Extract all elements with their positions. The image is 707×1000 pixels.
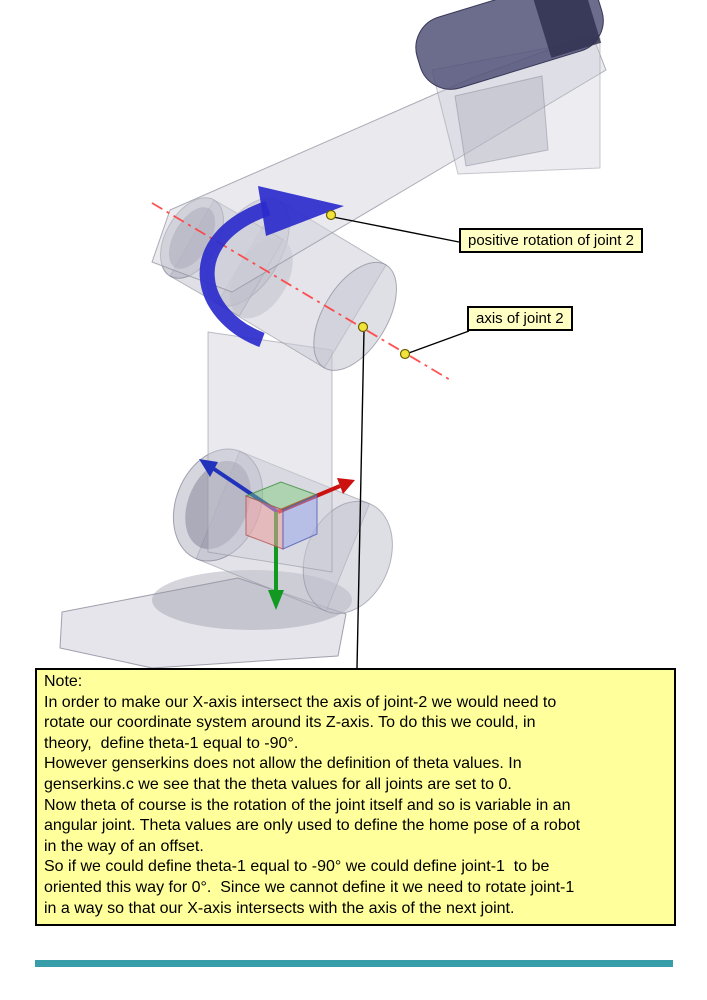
rotation-arrow: [199, 200, 271, 348]
note-line: rotate our coordinate system around its …: [44, 714, 536, 732]
note-line: So if we could define theta-1 equal to -…: [44, 858, 550, 876]
coordinate-frame: [199, 459, 355, 610]
end-link-dark-band: [530, 0, 602, 58]
x-axis-arrowhead: [337, 478, 355, 494]
note-line: In order to make our X-axis intersect th…: [44, 693, 557, 711]
note-line: oriented this way for 0°. Since we canno…: [44, 878, 575, 896]
leader-line-axis: [405, 330, 470, 355]
leader-line-rotation: [332, 216, 460, 243]
y-axis-arrowhead: [268, 590, 284, 610]
callout-axis-of-joint2: axis of joint 2: [467, 306, 573, 331]
axis-marker-outer: [399, 348, 411, 360]
origin-cube-right: [282, 494, 318, 550]
note-line: genserkins.c we see that the theta value…: [44, 775, 512, 793]
axis-drop-line: [356, 329, 365, 669]
note-line: in the way of an offset.: [44, 837, 204, 855]
note-line: However genserkins does not allow the de…: [44, 755, 522, 773]
note-line: in a way so that our X-axis intersects w…: [44, 899, 515, 917]
axis-marker-mid: [357, 321, 369, 333]
z-axis-arrowhead: [199, 459, 218, 477]
robot-arm: [59, 0, 607, 669]
note-box: Note: In order to make our X-axis inters…: [35, 668, 676, 926]
note-line: theory, define theta-1 equal to -90°.: [44, 734, 299, 752]
wrist-panel: [454, 75, 549, 167]
note-line: angular joint. Theta values are only use…: [44, 817, 581, 835]
callout-positive-rotation: positive rotation of joint 2: [459, 228, 643, 253]
note-title: Note:: [44, 673, 83, 690]
end-link: [415, 0, 604, 90]
note-line: Now theta of course is the rotation of t…: [44, 796, 571, 814]
bottom-bar: [35, 960, 673, 967]
axis-marker-arrow-tip: [325, 209, 337, 221]
rotation-arrow-head: [258, 186, 344, 236]
joint2-axis-line: [151, 202, 453, 382]
